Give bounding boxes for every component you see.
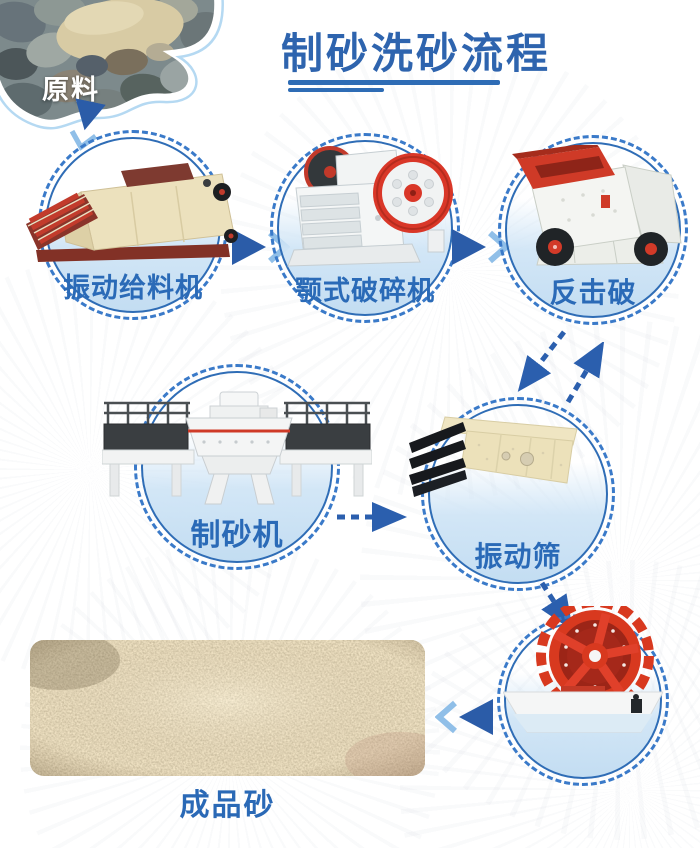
station-sand-washer (497, 606, 669, 786)
station-sand-maker: 制砂机 (102, 364, 372, 570)
station-impact-crusher: 反击破 (498, 135, 688, 325)
vibrating-feeder-illustration (26, 163, 238, 262)
flow-arrow-left-icon (434, 698, 493, 741)
vibrating-screen-illustration (409, 416, 578, 497)
raw-material-photo: 原料 (0, 0, 232, 142)
station-label: 振动筛 (474, 541, 562, 572)
station-label: 颚式破碎机 (295, 276, 435, 306)
pebbles-image (0, 0, 224, 130)
station-label: 反击破 (549, 277, 637, 308)
station-label: 振动给料机 (63, 273, 203, 303)
title-underline-short (288, 88, 384, 92)
flow-arrow-dashed-down-icon (517, 330, 566, 392)
station-label: 制砂机 (190, 519, 284, 552)
raw-material-label: 原料 (42, 75, 100, 105)
station-jaw-crusher: 颚式破碎机 (270, 133, 460, 323)
impact-crusher-illustration (512, 145, 682, 266)
title-underline (288, 80, 500, 85)
flow-arrow-dashed-down-right-icon (539, 581, 573, 631)
sand-maker-illustration (102, 391, 372, 505)
jaw-crusher-illustration (287, 146, 453, 267)
page-title: 制砂洗砂流程 (281, 30, 552, 77)
station-vibrating-screen: 振动筛 (409, 397, 615, 591)
station-vibrating-feeder: 振动给料机 (26, 130, 238, 320)
sand-washer-illustration (503, 606, 663, 733)
finished-sand-label: 成品砂 (179, 789, 276, 822)
flow-arrow-dashed-up-icon (565, 342, 605, 404)
finished-sand-photo (30, 640, 425, 776)
